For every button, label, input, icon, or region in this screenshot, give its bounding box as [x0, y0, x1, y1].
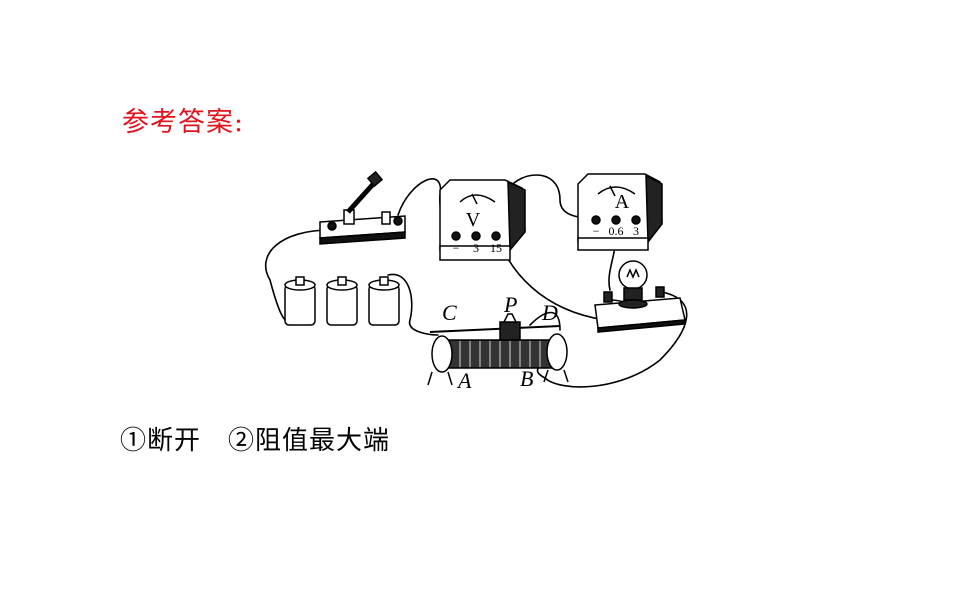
wire-lamp-rheostat [536, 291, 688, 388]
battery-cells [284, 276, 400, 326]
voltmeter [439, 179, 526, 261]
voltmeter-terminal-3: 3 [473, 241, 479, 255]
rheostat-label-b: B [520, 366, 533, 391]
answer-heading: 参考答案: [122, 107, 245, 138]
knife-switch [319, 170, 406, 245]
ammeter [577, 173, 663, 251]
wire-battery-rheostat [387, 273, 439, 336]
rheostat-label-d: D [541, 300, 558, 325]
circuit-diagram: V − 3 15 A − 0.6 3 C P D [264, 170, 688, 393]
rheostat-label-p: P [503, 292, 517, 317]
rheostat-label-c: C [442, 300, 457, 325]
ammeter-letter: A [615, 191, 630, 213]
ammeter-terminal-06: 0.6 [609, 224, 624, 238]
ammeter-terminal-3: 3 [633, 224, 639, 238]
sliding-rheostat [427, 313, 569, 386]
wire-rheostat-top [529, 311, 561, 331]
lamp-on-base [594, 260, 686, 333]
ammeter-terminal-neg: − [593, 224, 600, 238]
voltmeter-terminal-15: 15 [490, 241, 502, 255]
voltmeter-terminal-neg: − [453, 241, 460, 255]
rheostat-label-a: A [456, 368, 472, 393]
answer-text: ①断开 ②阻值最大端 [120, 426, 391, 456]
voltmeter-letter: V [466, 209, 481, 231]
